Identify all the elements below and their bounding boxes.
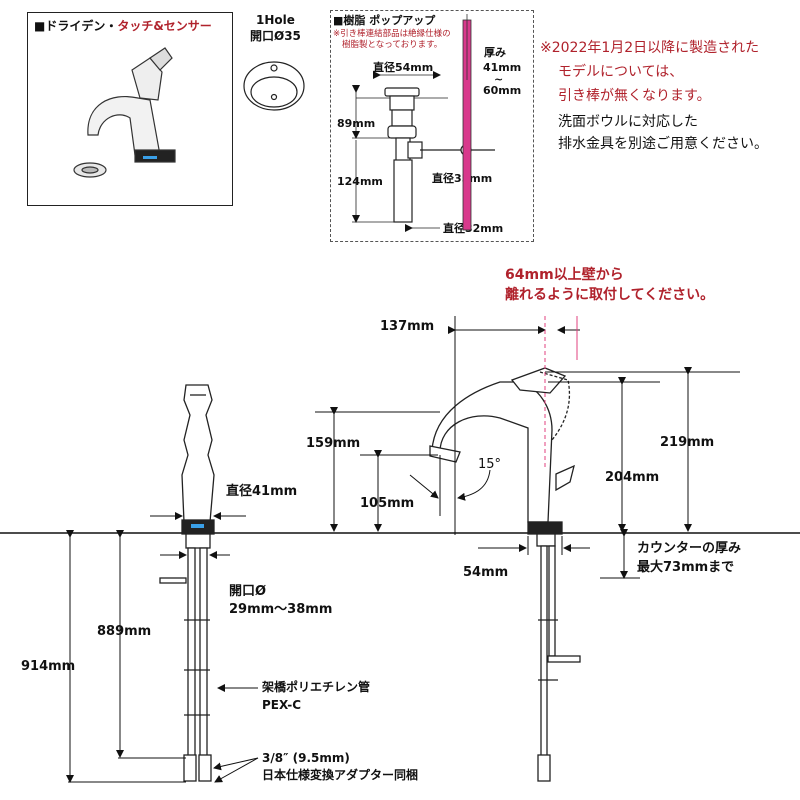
popup-dia32: 直径32mm (443, 222, 504, 235)
popup-drain (352, 71, 495, 232)
adapter-line1: 3/8″ (9.5mm) (262, 751, 350, 765)
popup-box (330, 10, 534, 242)
dim-opening-label: 開口Ø (229, 584, 267, 599)
popup-note-line1: ※引き棒連結部品は絶縁仕様の (333, 29, 451, 39)
front-dimensions (66, 512, 259, 783)
dim-105: 105mm (360, 496, 415, 511)
dim-dia41: 直径41mm (226, 484, 298, 499)
dim-54: 54mm (463, 565, 509, 580)
model-title-highlight: タッチ&センサー (117, 19, 212, 33)
popup-h124: 124mm (337, 175, 383, 188)
pex-line2: PEX-C (262, 698, 302, 712)
notice-line2: モデルについては、 (558, 64, 684, 80)
popup-thick-41: 41mm (483, 61, 522, 74)
popup-title: ■樹脂 ポップアップ (333, 14, 436, 27)
notice-line5: 排水金具を別途ご用意ください。 (558, 136, 768, 152)
popup-thick-tilde: ~ (494, 73, 504, 86)
notice-line3: 引き棒が無くなります。 (558, 88, 711, 104)
wall-note-line1: 64mm以上壁から (505, 267, 624, 283)
hole-opening-label: 開口Ø35 (250, 29, 301, 43)
faucet-front-view (159, 384, 215, 782)
side-dimensions (315, 316, 740, 579)
dim-889: 889mm (97, 624, 152, 639)
model-title: ■ドライデン・タッチ&センサー (34, 20, 212, 32)
model-title-prefix: ■ドライデン・ (34, 19, 118, 33)
hole-label: 1Hole (256, 13, 295, 27)
basin-icon (243, 61, 305, 111)
faucet-thumbnail (73, 47, 176, 178)
counter-line1: カウンターの厚み (637, 541, 742, 556)
notice-line1: ※2022年1月2日以降に製造された (540, 40, 760, 56)
dim-137: 137mm (380, 319, 435, 334)
popup-dia35: 直径35mm (432, 172, 493, 185)
adapter-line2: 日本仕様変換アダプター同梱 (262, 768, 419, 782)
dim-angle: 15° (478, 457, 502, 472)
notice-line4: 洗面ボウルに対応した (558, 114, 698, 130)
faucet-side-view (429, 367, 581, 782)
popup-thick-label: 厚み (484, 46, 506, 59)
counter-line2: 最大73mmまで (637, 560, 735, 575)
pull-rod (462, 14, 472, 231)
popup-dia54: 直径54mm (373, 61, 434, 74)
dim-914: 914mm (21, 659, 76, 674)
wall-note-line2: 離れるように取付してください。 (505, 287, 715, 303)
popup-note-line2: 樹脂製となっております。 (342, 40, 443, 50)
dim-opening-range: 29mm〜38mm (229, 602, 333, 617)
model-box (27, 12, 233, 206)
pex-line1: 架橋ポリエチレン管 (262, 680, 371, 694)
popup-thick-60: 60mm (483, 84, 522, 97)
